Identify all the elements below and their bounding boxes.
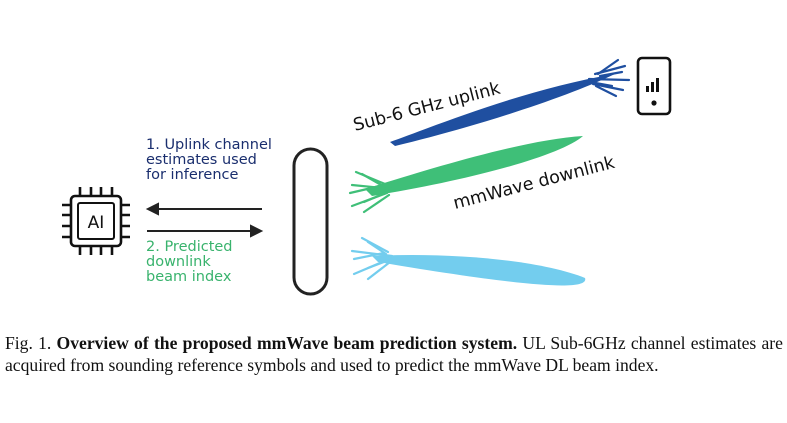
system-diagram: AI (62, 56, 672, 296)
step1-line: estimates used (146, 152, 257, 168)
sub6-uplink-beam (390, 58, 631, 146)
step1-line: for inference (146, 167, 239, 183)
phone-icon (636, 56, 672, 116)
uplink-beam-label: Sub-6 GHz uplink (351, 78, 503, 135)
antenna-array-icon (292, 147, 329, 296)
caption-title: Overview of the proposed mmWave beam pre… (56, 333, 518, 353)
ai-chip-icon (62, 187, 130, 255)
caption-prefix: Fig. 1. (5, 333, 52, 353)
step1-line: 1. Uplink channel (146, 137, 272, 153)
figure-caption: Fig. 1. Overview of the proposed mmWave … (5, 332, 783, 376)
step1-label: 1. Uplink channel estimates used for inf… (146, 138, 272, 183)
ai-chip-label: AI (88, 213, 105, 233)
step2-line: 2. Predicted (146, 239, 233, 255)
mmwave-downlink-beam (348, 136, 583, 214)
step2-line: beam index (146, 269, 232, 285)
caption-body: UL Sub-6GHz channel estimates are acquir… (5, 333, 783, 375)
step2-label: 2. Predicted downlink beam index (146, 240, 233, 285)
inference-arrows (145, 202, 264, 238)
downlink-beam-alt (350, 236, 586, 286)
step2-line: downlink (146, 254, 211, 270)
